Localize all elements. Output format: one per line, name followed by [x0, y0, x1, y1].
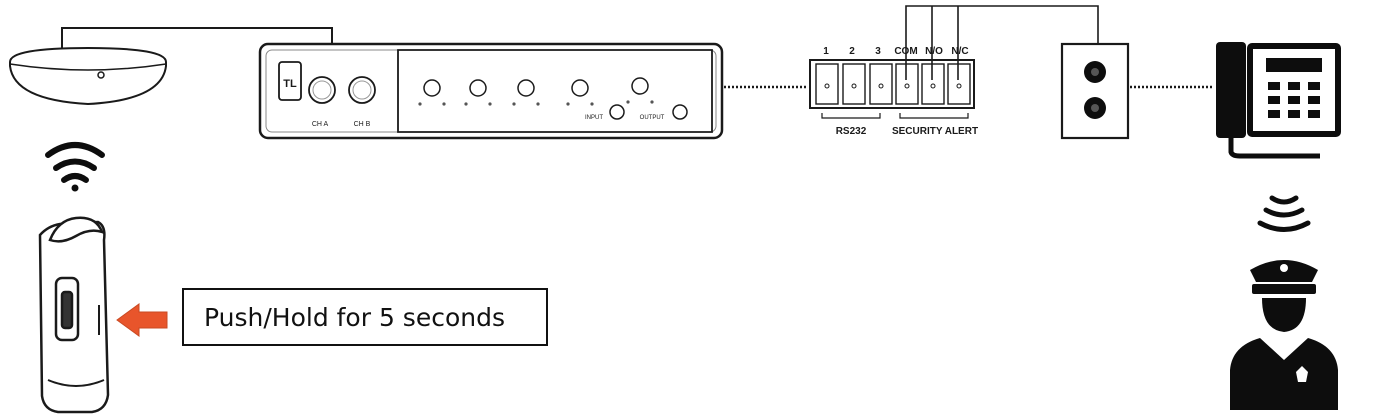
push-arrow-icon [116, 303, 168, 337]
knob-1 [423, 79, 441, 97]
knob-4 [571, 79, 589, 97]
input-button [609, 104, 625, 120]
knob-3 [517, 79, 535, 97]
push-hold-callout: Push/Hold for 5 seconds [182, 288, 548, 346]
knob-2 [469, 79, 487, 97]
label-input: INPUT [585, 115, 603, 121]
panic-remote-icon [38, 216, 110, 414]
terminal-block: 1 2 3 COM N/O N/C RS232 SECURITY ALERT [809, 46, 978, 137]
label-output: OUTPUT [640, 115, 665, 121]
output-button [672, 104, 688, 120]
ceiling-receiver-icon [9, 46, 167, 106]
group-label-security-alert: SECURITY ALERT [892, 126, 978, 137]
main-device: TL CH A CH B INPUT OUTPUT [258, 42, 724, 140]
pin-label-3: 3 [875, 46, 881, 57]
logo-text: TL [283, 78, 297, 90]
group-label-rs232: RS232 [836, 126, 867, 137]
pin-label-1: 1 [823, 46, 829, 57]
pin-label-2: 2 [849, 46, 855, 57]
pin-label-nc: N/C [951, 46, 968, 57]
police-officer-icon [1230, 260, 1338, 410]
alert-wiring [905, 5, 1099, 80]
wireless-signal-icon [45, 142, 105, 192]
wall-jack-box-icon [1060, 42, 1130, 140]
logo-box [278, 61, 302, 101]
callout-text: Push/Hold for 5 seconds [204, 302, 505, 332]
sound-waves-icon [1257, 195, 1311, 232]
desk-phone-icon [1216, 42, 1341, 159]
label-ch-a: CH A [312, 121, 329, 128]
knob-5 [631, 77, 649, 95]
receiver-cable [61, 27, 333, 62]
label-ch-b: CH B [354, 121, 371, 128]
pin-label-no: N/O [925, 46, 943, 57]
